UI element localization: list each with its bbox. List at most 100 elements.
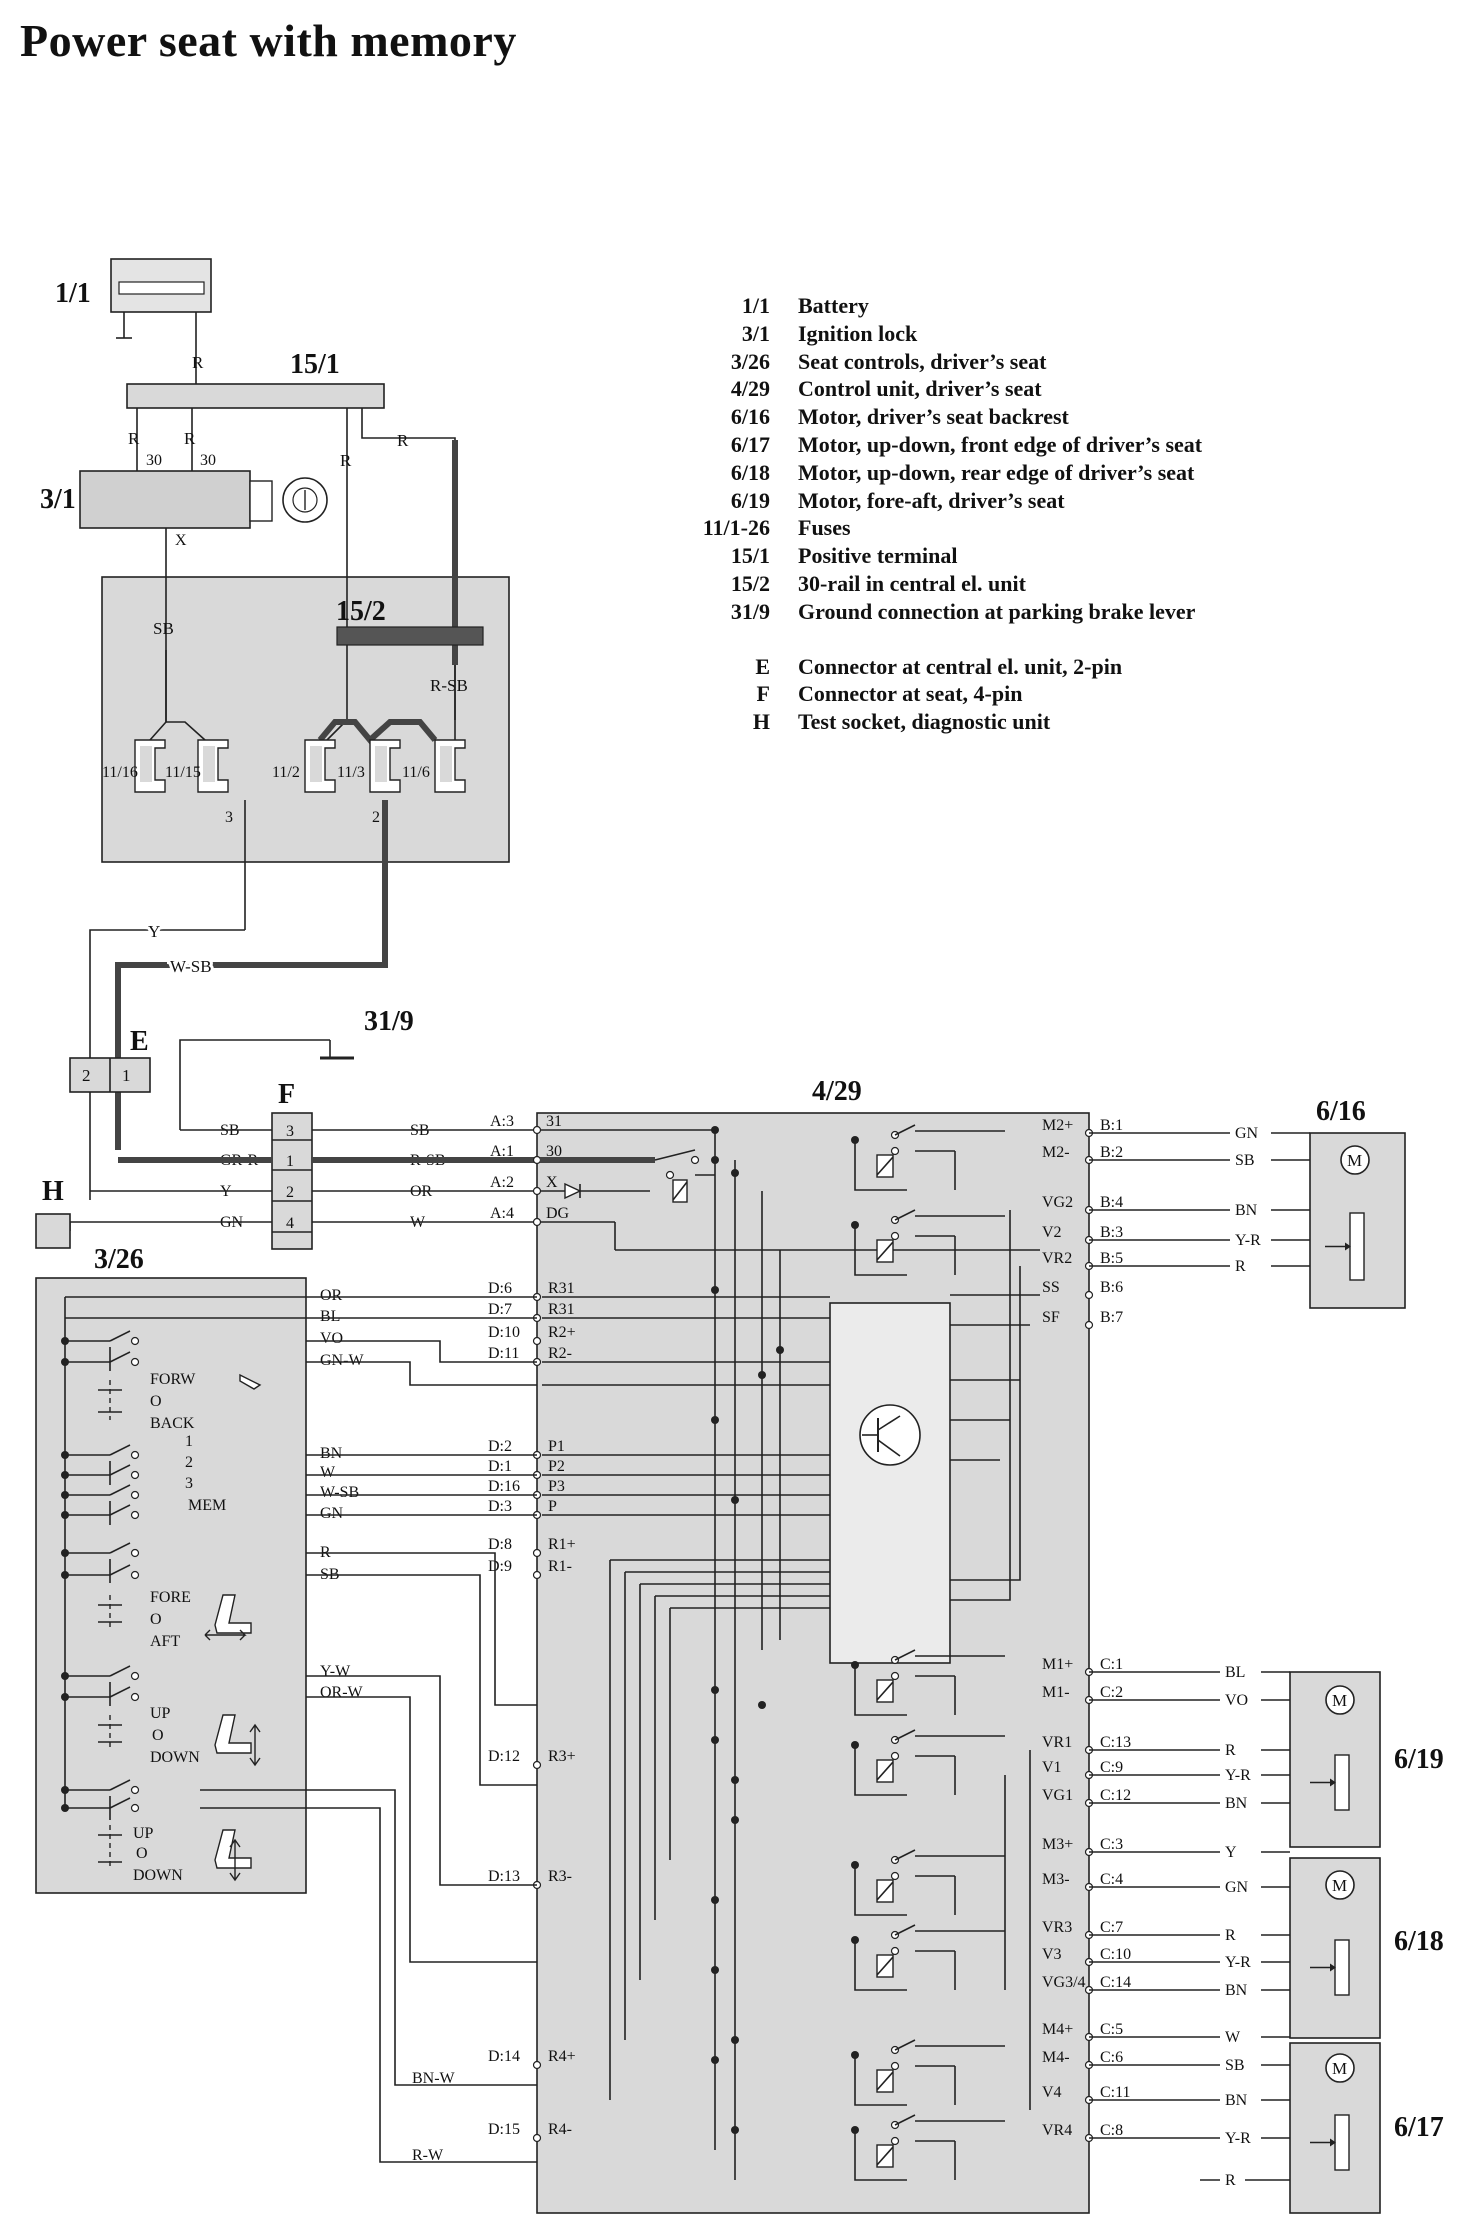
cu-d-term: R4- (548, 2121, 572, 2138)
cu-right-pin: C:2 (1100, 1684, 1123, 1701)
switch-label: DOWN (150, 1749, 200, 1766)
seat-wire-label: W-SB (320, 1484, 359, 1501)
potentiometer-icon (1334, 1939, 1350, 1996)
legend-code: 6/16 (730, 404, 770, 430)
legend-code: 3/1 (741, 320, 770, 346)
svg-text:3: 3 (225, 809, 233, 826)
connector-f (271, 1112, 313, 1250)
rail-label: 15/2 (336, 596, 386, 627)
motor-wire-label: BN (1225, 1982, 1248, 1999)
cu-a-pin: A:3 (490, 1113, 514, 1130)
cu-a-term: X (546, 1174, 558, 1191)
fuse: 11/15 (165, 739, 229, 793)
fuse-label: 11/6 (402, 764, 430, 781)
legend-code: 15/2 (730, 570, 770, 596)
ignition-label: 3/1 (40, 484, 76, 515)
relay (851, 1209, 1005, 1276)
cu-d-pin: D:7 (488, 1301, 512, 1318)
switch-label: DOWN (133, 1867, 183, 1884)
legend-code: F (756, 681, 770, 707)
cu-right-term: M2+ (1042, 1117, 1073, 1134)
cu-right-pin: C:7 (1100, 1919, 1123, 1936)
cu-right-term: M1+ (1042, 1656, 1073, 1673)
fuse: 11/2 (272, 739, 336, 793)
switch-label: O (150, 1393, 162, 1410)
svg-text:SB: SB (153, 619, 174, 638)
cu-right-term: V3 (1042, 1946, 1062, 1963)
cu-right-pin: C:4 (1100, 1871, 1123, 1888)
legend-desc: Battery (798, 293, 869, 318)
legend-code: 6/18 (730, 459, 770, 485)
relay (851, 1649, 1005, 1716)
seat-wire-label: OR (320, 1287, 343, 1304)
switch-label: O (150, 1611, 162, 1628)
legend-desc: Positive terminal (798, 543, 958, 569)
cu-right-term: VG2 (1042, 1194, 1073, 1211)
switch-label: AFT (150, 1633, 180, 1650)
conn-f-pin: 2 (286, 1184, 294, 1201)
cu-right-pin: B:4 (1100, 1194, 1123, 1211)
seat-wire-label: BN-W (412, 2070, 456, 2087)
up-down-arrow-icon (249, 1723, 261, 1767)
battery-label: 1/1 (55, 278, 91, 309)
motor-wire-label: Y-R (1225, 1954, 1251, 1971)
svg-text:R: R (192, 353, 204, 372)
legend-row: 15/1 Positive terminal (660, 542, 1202, 570)
cu-d-pin: D:3 (488, 1498, 512, 1515)
cu-a-term: DG (546, 1205, 570, 1222)
legend-desc: Test socket, diagnostic unit (798, 709, 1051, 735)
legend-code: 31/9 (730, 598, 770, 624)
potentiometer-icon (1349, 1212, 1365, 1281)
cu-right-term: M3- (1042, 1871, 1070, 1888)
motor-wire-label: Y-R (1225, 1767, 1251, 1784)
legend-code: 6/19 (730, 487, 770, 513)
seat-icon (214, 1829, 252, 1869)
up-down-arrow-icon (229, 1838, 241, 1882)
cu-right-pin: C:1 (1100, 1656, 1123, 1673)
cu-d-pin: D:14 (488, 2048, 520, 2065)
cu-right-pin: C:14 (1100, 1974, 1131, 1991)
cu-right-term: SS (1042, 1279, 1060, 1296)
cu-right-term: V2 (1042, 1224, 1062, 1241)
cu-d-pin: D:12 (488, 1748, 520, 1765)
relay (851, 1124, 1005, 1191)
cu-a-term: 31 (546, 1113, 562, 1130)
cu-right-pin: C:6 (1100, 2049, 1123, 2066)
legend-code: 1/1 (741, 293, 770, 318)
cu-d-term: R4+ (548, 2048, 576, 2065)
motor-wire-label: Y (1225, 1844, 1237, 1861)
motor-wire-label: Y-R (1225, 2130, 1251, 2147)
cu-right-pin: C:5 (1100, 2021, 1123, 2038)
cu-right-term: VG3/4 (1042, 1974, 1086, 1991)
cu-right-pin: C:3 (1100, 1836, 1123, 1853)
switch-label: 2 (185, 1454, 193, 1471)
legend-desc: 30-rail in central el. unit (798, 570, 1026, 596)
cu-d-pin: D:1 (488, 1458, 512, 1475)
cu-right-pin: C:10 (1100, 1946, 1131, 1963)
cu-a-pin: A:2 (490, 1174, 514, 1191)
fuse: 11/6 (402, 739, 466, 793)
cu-right-pin: C:8 (1100, 2122, 1123, 2139)
fuse: 11/16 (102, 739, 166, 793)
seat-icon (214, 1714, 252, 1754)
page-title: Power seat with memory (20, 15, 517, 66)
legend-code: 15/1 (730, 543, 770, 569)
cu-right-term: VR2 (1042, 1250, 1072, 1267)
motor-wire-label: BN (1225, 1795, 1248, 1812)
seat-icon (214, 1594, 252, 1634)
control-unit-label: 4/29 (812, 1076, 862, 1107)
rail-15-2 (336, 626, 484, 646)
svg-text:X: X (175, 532, 187, 549)
legend-desc: Fuses (798, 515, 851, 541)
cu-right-term: VR3 (1042, 1919, 1072, 1936)
cu-right-pin: B:2 (1100, 1144, 1123, 1161)
switch-label: FORE (150, 1589, 191, 1606)
motor-wire-label: BN (1225, 2092, 1248, 2109)
motor-icon: M (1310, 1870, 1355, 1996)
